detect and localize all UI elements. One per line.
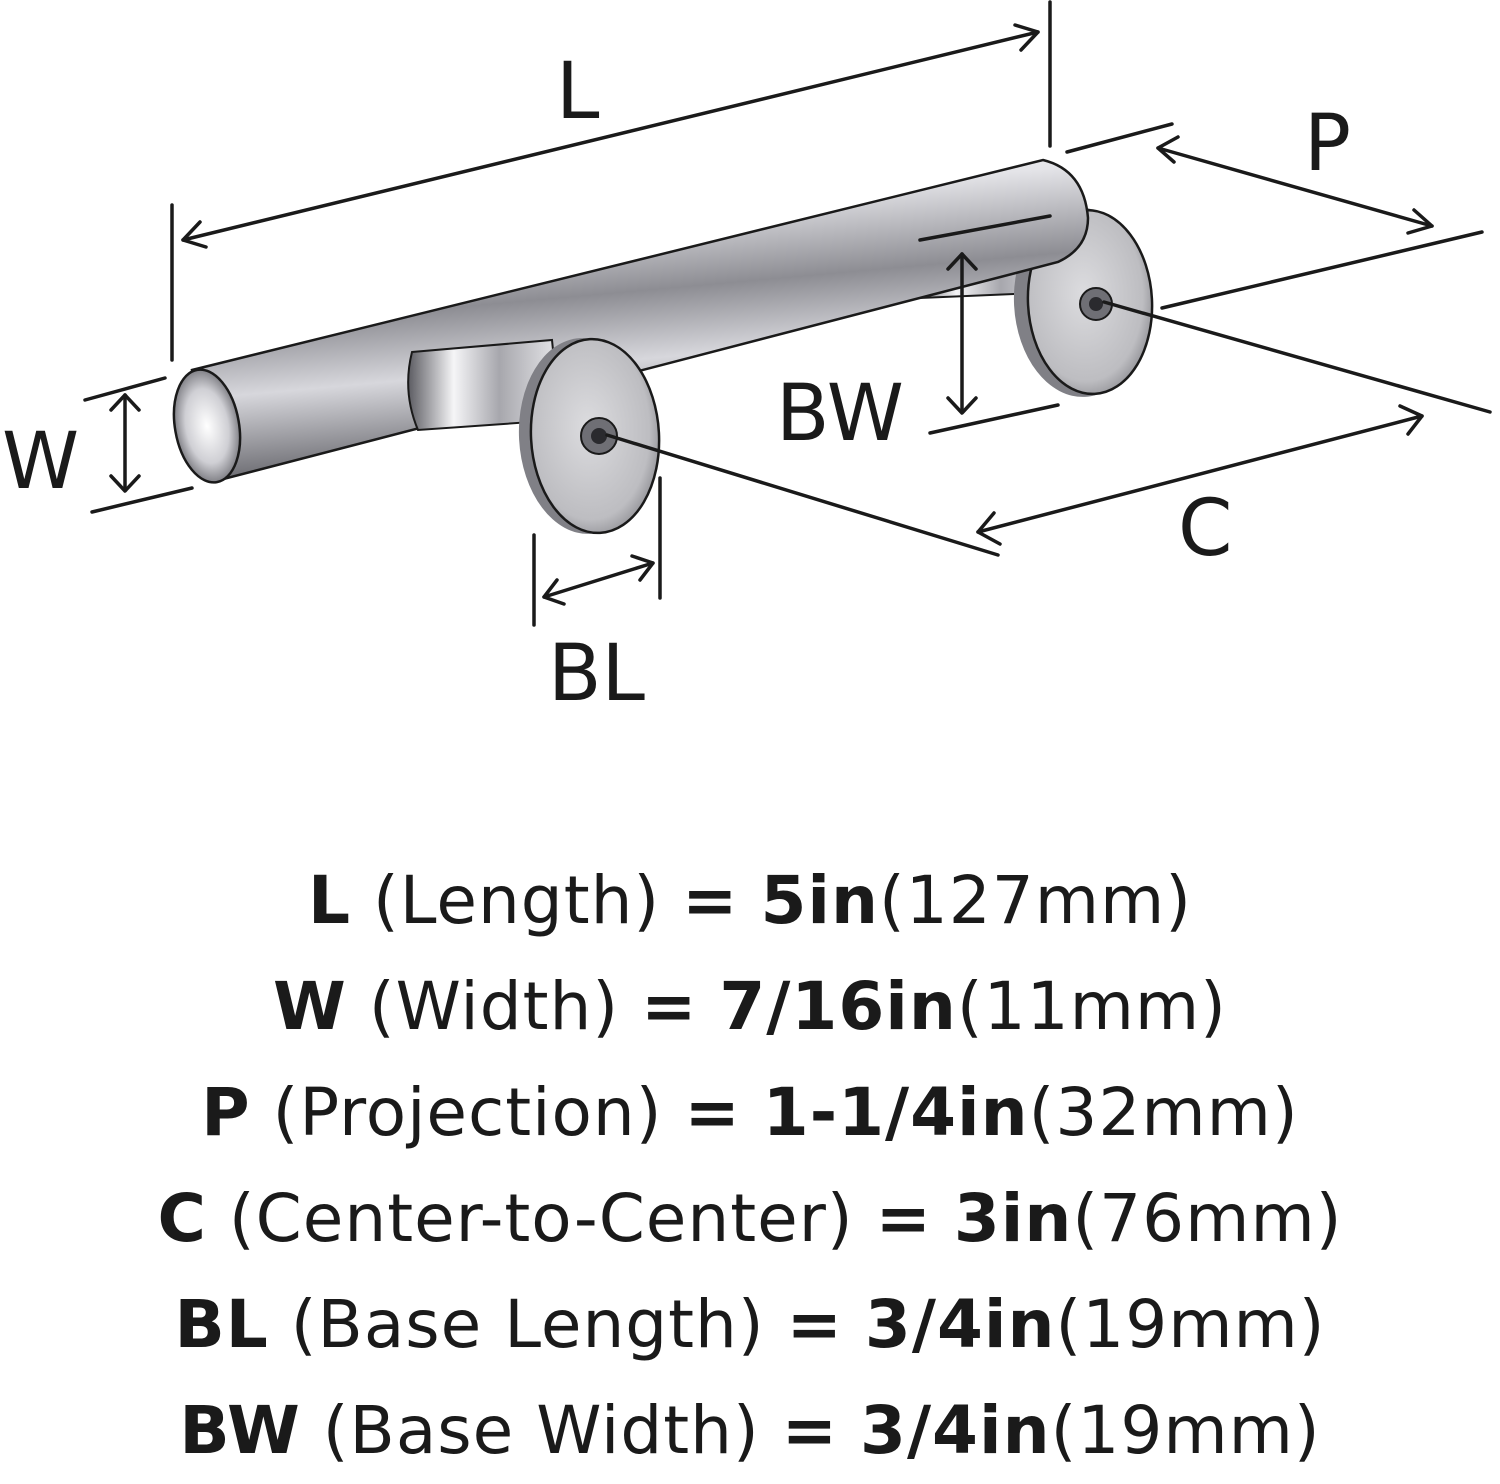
spec-key: L (307, 862, 352, 939)
spec-metric: (127mm) (878, 862, 1193, 939)
spec-metric: (19mm) (1050, 1392, 1321, 1469)
bar-end-cap (172, 368, 242, 484)
spec-key: BW (179, 1392, 301, 1469)
spec-name: (Length) (373, 862, 661, 939)
spec-name: (Base Width) (322, 1392, 760, 1469)
spec-row-length: L (Length) = 5in(127mm) (0, 848, 1500, 954)
spec-metric: (32mm) (1028, 1074, 1299, 1151)
spec-row-base-width: BW (Base Width) = 3/4in(19mm) (0, 1378, 1500, 1484)
spec-key: W (273, 968, 347, 1045)
spec-value: 3/4in (860, 1392, 1051, 1469)
spec-value: 5in (760, 862, 879, 939)
spec-equals: = (875, 1180, 932, 1257)
handle-illustration (172, 158, 1154, 535)
label-length: L (556, 47, 600, 137)
dimension-lines (83, 0, 1492, 627)
spec-value: 3in (953, 1180, 1073, 1257)
spec-name: (Base Length) (290, 1286, 765, 1363)
spec-row-center-to-center: C (Center-to-Center) = 3in(76mm) (0, 1166, 1500, 1272)
spec-key: C (157, 1180, 207, 1257)
spec-metric: (19mm) (1055, 1286, 1326, 1363)
spec-metric: (76mm) (1072, 1180, 1343, 1257)
spec-equals: = (682, 862, 739, 939)
label-projection: P (1304, 99, 1351, 189)
spec-metric: (11mm) (956, 968, 1227, 1045)
label-center-to-center: C (1178, 484, 1232, 574)
spec-name: (Width) (368, 968, 620, 1045)
pull-handle-diagram: L P W BW C BL (2, 0, 1492, 719)
spec-value: 1-1/4in (762, 1074, 1029, 1151)
spec-key: BL (174, 1286, 269, 1363)
spec-equals: = (684, 1074, 741, 1151)
spec-row-projection: P (Projection) = 1-1/4in(32mm) (0, 1060, 1500, 1166)
spec-equals: = (781, 1392, 839, 1469)
label-base-length: BL (548, 629, 646, 719)
spec-equals: = (786, 1286, 843, 1363)
spec-row-base-length: BL (Base Length) = 3/4in(19mm) (0, 1272, 1500, 1378)
spec-value: 7/16in (719, 968, 957, 1045)
spec-name: (Center-to-Center) (228, 1180, 854, 1257)
spec-row-width: W (Width) = 7/16in(11mm) (0, 954, 1500, 1060)
spec-name: (Projection) (272, 1074, 663, 1151)
dimension-spec-list: L (Length) = 5in(127mm) W (Width) = 7/16… (0, 848, 1500, 1484)
spec-value: 3/4in (864, 1286, 1056, 1363)
label-width: W (2, 417, 79, 507)
spec-key: P (201, 1074, 251, 1151)
label-base-width: BW (776, 369, 904, 459)
spec-equals: = (641, 968, 698, 1045)
